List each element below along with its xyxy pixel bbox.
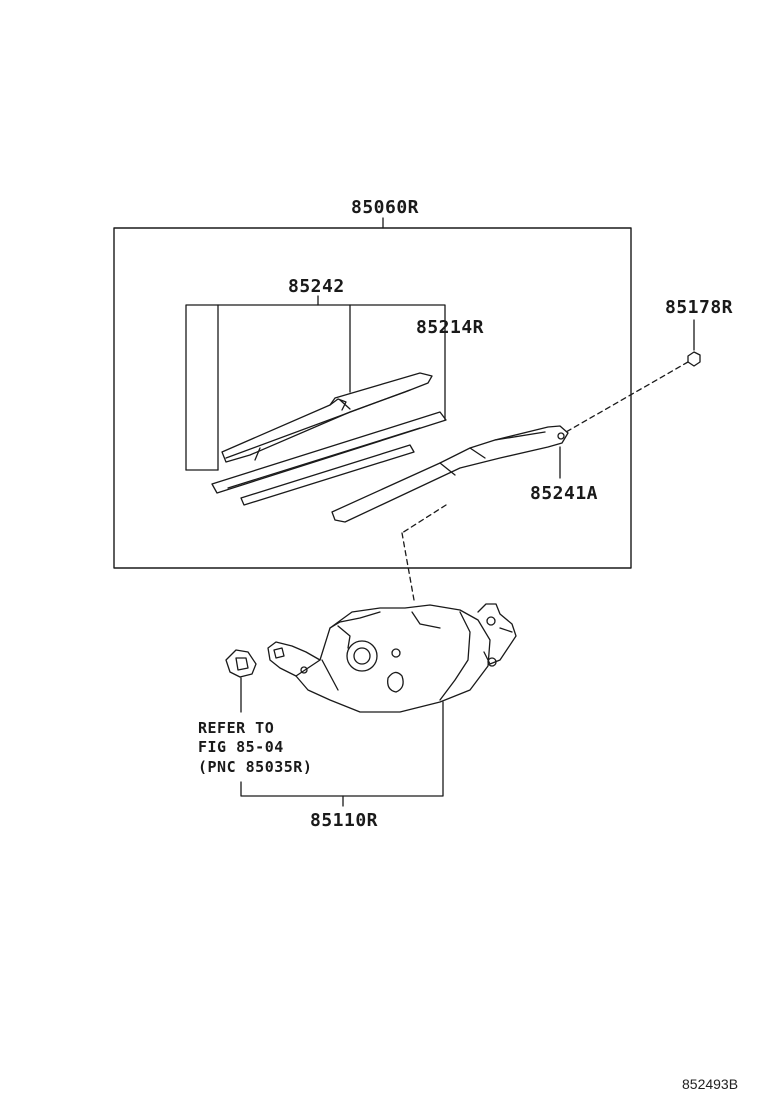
alignment-dashes (401, 361, 689, 601)
motor-bracket-lines (240, 701, 444, 807)
label-85214R: 85214R (416, 317, 485, 338)
assembly-box (113, 217, 632, 569)
label-85241A: 85241A (530, 483, 599, 504)
figure-id: 852493B (682, 1076, 739, 1092)
label-85110R: 85110R (310, 810, 379, 831)
wiper-arm (331, 425, 569, 523)
wiper-motor (267, 603, 517, 713)
label-85060R: 85060R (351, 197, 420, 218)
wiper-blade (221, 372, 433, 463)
label-85242: 85242 (288, 276, 345, 297)
refer-note-line1: REFER TO (198, 719, 275, 737)
refer-note-line2: FIG 85-04 (198, 738, 284, 756)
label-85178R: 85178R (665, 297, 734, 318)
nut (687, 319, 701, 367)
refer-note-line3: (PNC 85035R) (198, 758, 313, 776)
connector (225, 649, 257, 713)
blade-strip (211, 411, 447, 506)
blade-bracket-lines (185, 295, 446, 471)
